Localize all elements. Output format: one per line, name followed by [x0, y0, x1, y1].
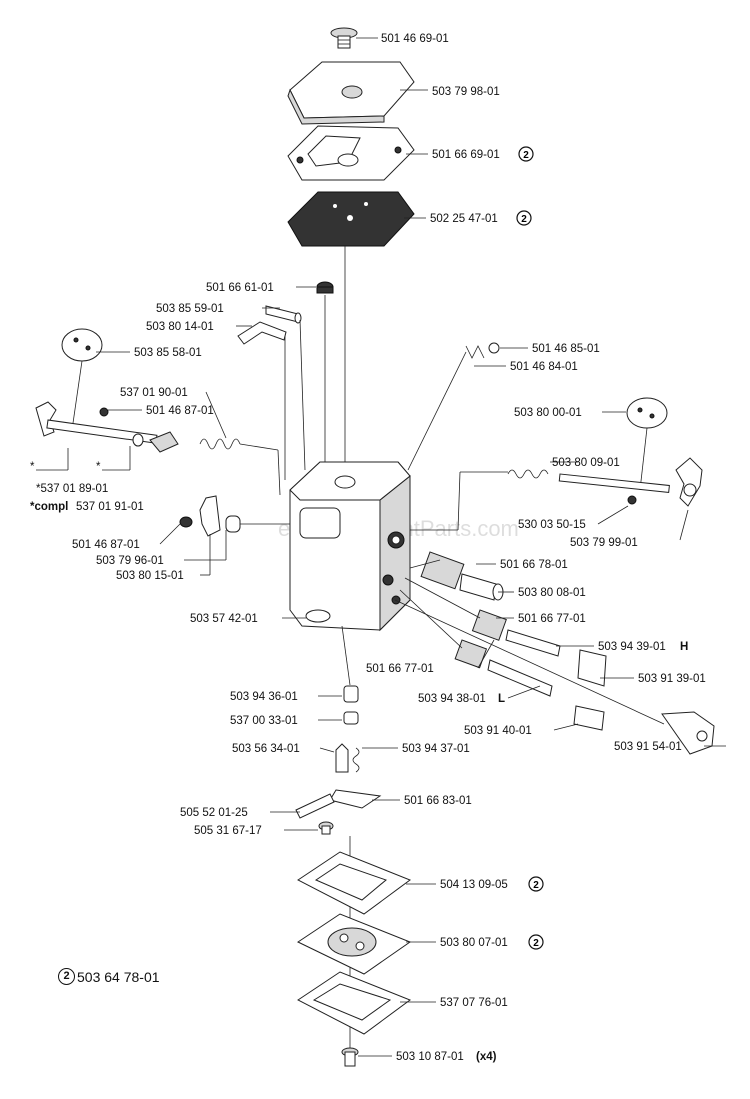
top-screw-part: [330, 27, 358, 49]
label-503-57-42-01: 503 57 42-01: [190, 613, 258, 625]
needle-h-part: [471, 609, 607, 687]
svg-text:2: 2: [533, 938, 539, 949]
label-502-25-47-01: 502 25 47-01: [430, 213, 498, 225]
control-lever-part: [295, 747, 382, 819]
kit-marker-4: 2: [528, 934, 544, 950]
throttle-shaft-part: [507, 457, 703, 507]
part-labels: 501 46 69-01 503 79 98-01 501 66 69-01 5…: [30, 33, 706, 1063]
label-503-91-54-01: 503 91 54-01: [614, 741, 682, 753]
label-503-80-07-01: 503 80 07-01: [440, 937, 508, 949]
label-503-91-40-01: 503 91 40-01: [464, 725, 532, 737]
fuel-pump-cover-part: [297, 971, 412, 1035]
kit-marker-3: 2: [528, 876, 544, 892]
label-501-66-77-01-a: 501 66 77-01: [518, 613, 586, 625]
legend-kit-marker: 2: [58, 968, 75, 985]
label-501-46-69-01: 501 46 69-01: [381, 33, 449, 45]
label-h: H: [680, 641, 688, 653]
label-503-94-36-01: 503 94 36-01: [230, 691, 298, 703]
label-l: L: [498, 693, 505, 705]
label-504-13-09-05: 504 13 09-05: [440, 879, 508, 891]
legend-kit-number: 503 64 78-01: [77, 968, 160, 985]
label-503-79-99-01: 503 79 99-01: [570, 537, 638, 549]
label-501-66-78-01: 501 66 78-01: [500, 559, 568, 571]
carburetor-body-part: [289, 461, 411, 632]
label-501-66-83-01: 501 66 83-01: [404, 795, 472, 807]
throttle-valve-part: [626, 397, 668, 429]
kit-marker-1: 2: [518, 146, 534, 162]
svg-text:2: 2: [523, 150, 529, 161]
cover-plate-part: [287, 61, 415, 125]
limiter-cap-part: [661, 711, 715, 755]
label-503-79-96-01: 503 79 96-01: [96, 555, 164, 567]
pump-diaphragm-part: [296, 913, 412, 975]
label-503-80-08-01: 503 80 08-01: [518, 587, 586, 599]
throttle-lever-left-part: [179, 495, 241, 537]
label-503-94-39-01: 503 94 39-01: [598, 641, 666, 653]
bottom-screw-part: [341, 1047, 359, 1067]
label-503-94-38-01: 503 94 38-01: [418, 693, 486, 705]
label-505-52-01-25: 505 52 01-25: [180, 807, 248, 819]
needle-valve-part: [335, 743, 349, 773]
label-530-03-50-15: 530 03 50-15: [518, 519, 586, 531]
nozzle-part: [343, 685, 359, 725]
label-537-00-33-01: 537 00 33-01: [230, 715, 298, 727]
svg-text:2: 2: [533, 880, 539, 891]
lever-screw-part: [318, 821, 334, 835]
kit-legend: 2 503 64 78-01: [58, 968, 160, 985]
label-537-01-89-01: *537 01 89-01: [36, 483, 108, 495]
label-503-80-09-01: 503 80 09-01: [552, 457, 620, 469]
label-503-79-98-01: 503 79 98-01: [432, 86, 500, 98]
label-503-85-58-01: 503 85 58-01: [134, 347, 202, 359]
label-503-56-34-01: 503 56 34-01: [232, 743, 300, 755]
plug-part: [316, 281, 334, 294]
spring-part: [465, 342, 500, 359]
label-501-66-69-01: 501 66 69-01: [432, 149, 500, 161]
label-501-46-84-01: 501 46 84-01: [510, 361, 578, 373]
label-537-01-91-01: 537 01 91-01: [76, 501, 144, 513]
needle-l-part: [454, 639, 605, 731]
label-501-46-87-01-a: 501 46 87-01: [146, 405, 214, 417]
label-503-94-37-01: 503 94 37-01: [402, 743, 470, 755]
label-503-85-59-01: 503 85 59-01: [156, 303, 224, 315]
idle-spring-part: [420, 551, 504, 601]
choke-shaft-part: [35, 401, 241, 453]
label-501-46-85-01: 501 46 85-01: [532, 343, 600, 355]
label-503-10-87-01: 503 10 87-01: [396, 1051, 464, 1063]
label-501-66-77-01-b: 501 66 77-01: [366, 663, 434, 675]
pin-part: [265, 305, 302, 324]
label-503-80-00-01: 503 80 00-01: [514, 407, 582, 419]
asterisk-mark-b: *: [96, 461, 101, 473]
gasket-part: [287, 125, 415, 181]
label-537-07-76-01: 537 07 76-01: [440, 997, 508, 1009]
asterisk-mark-a: *: [30, 461, 35, 473]
choke-valve-part: [61, 328, 103, 362]
rod-part: [237, 321, 287, 345]
kit-marker-2: 2: [516, 210, 532, 226]
label-537-01-90-01: 537 01 90-01: [120, 387, 188, 399]
bottom-gasket-part: [297, 851, 412, 915]
label-503-80-14-01: 503 80 14-01: [146, 321, 214, 333]
label-503-80-15-01: 503 80 15-01: [116, 570, 184, 582]
kit-markers: 2 2 2 2: [516, 146, 544, 950]
label-503-91-39-01: 503 91 39-01: [638, 673, 706, 685]
label-compl: *compl: [30, 501, 68, 513]
disc-filter-part: [305, 609, 331, 623]
label-505-31-67-17: 505 31 67-17: [194, 825, 262, 837]
label-x4: (x4): [476, 1051, 497, 1063]
label-501-46-87-01-b: 501 46 87-01: [72, 539, 140, 551]
label-501-66-61-01: 501 66 61-01: [206, 282, 274, 294]
diaphragm-part: [287, 191, 415, 247]
svg-text:2: 2: [521, 214, 527, 225]
